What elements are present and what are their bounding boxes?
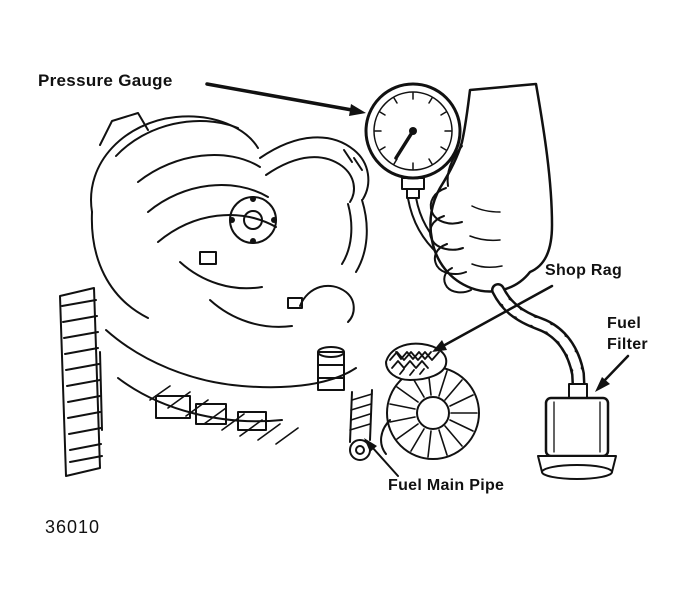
hand-illustration (429, 82, 554, 294)
fuel-filter-arrow (595, 354, 630, 392)
figure-number: 36010 (45, 517, 101, 537)
hose-illustration (491, 283, 586, 401)
fuel-main-pipe-illustration (349, 389, 373, 461)
callout-arrows (205, 82, 630, 477)
engine-illustration (59, 112, 480, 477)
gauge-needle (394, 129, 415, 160)
pressure-gauge-arrow (205, 82, 366, 116)
pressure-gauge-label: Pressure Gauge (38, 71, 173, 90)
fuel-main-pipe-label: Fuel Main Pipe (388, 477, 505, 494)
fuel-filter-illustration (537, 383, 617, 480)
pressure-gauge-illustration (364, 82, 462, 199)
shop-rag-arrow (432, 284, 554, 352)
gauge-tick-marks (374, 92, 452, 170)
fuel-main-pipe-arrow (364, 438, 399, 477)
fuel-filter-label: Fuel Filter (607, 315, 648, 353)
shop-rag-label: Shop Rag (545, 262, 623, 279)
shop-rag-illustration (385, 342, 448, 381)
